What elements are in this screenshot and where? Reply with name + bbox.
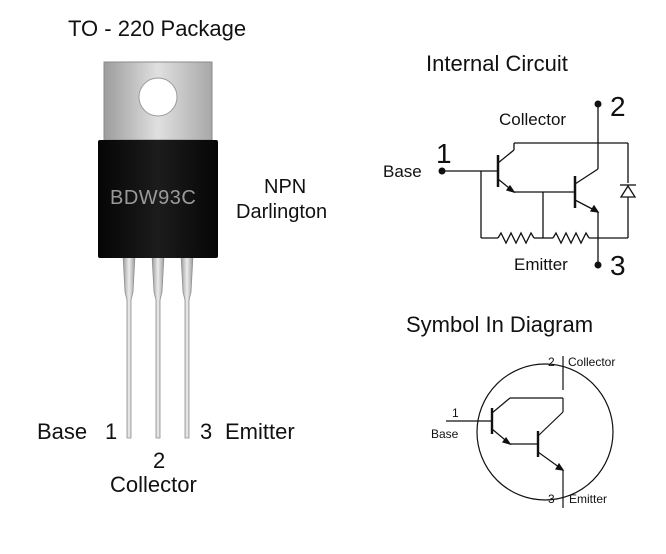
pin-1-number: 1 (105, 419, 118, 444)
package-title: TO - 220 Package (68, 16, 247, 41)
ic-emitter-label: Emitter (514, 255, 568, 274)
symbol-title: Symbol In Diagram (406, 312, 594, 337)
symbol-circle (476, 363, 614, 501)
resistor-r2 (552, 231, 590, 245)
pin-collector-label: Collector (110, 472, 197, 497)
npn-label: NPN (264, 176, 307, 198)
darlington-symbol (446, 356, 614, 508)
to220-package (98, 61, 218, 439)
sym-collector-label: Collector (568, 355, 616, 369)
resistor-r1 (497, 231, 535, 245)
sym-base-num: 1 (452, 406, 459, 420)
darlington-label: Darlington (236, 201, 328, 223)
part-number: BDW93C (110, 187, 197, 209)
emitter-terminal-dot (594, 261, 602, 269)
sym-base-label: Base (431, 427, 459, 441)
pin-3-number: 3 (200, 419, 213, 444)
mounting-hole (138, 77, 178, 117)
package-leads (122, 254, 194, 439)
diode-symbol (619, 184, 637, 198)
ic-base-label: Base (383, 162, 422, 181)
ic-collector-num: 2 (610, 91, 626, 122)
pin-emitter-label: Emitter (225, 419, 295, 444)
sym-emitter-num: 3 (548, 492, 555, 506)
sym-emitter-label: Emitter (569, 492, 608, 506)
base-terminal-dot (438, 167, 446, 175)
internal-circuit-title: Internal Circuit (426, 51, 568, 76)
pin-base-label: Base (37, 419, 88, 444)
ic-collector-label: Collector (499, 110, 567, 129)
collector-terminal-dot (594, 100, 602, 108)
package-body (98, 140, 218, 258)
pin-2-number: 2 (153, 448, 166, 473)
ic-base-num: 1 (436, 138, 452, 169)
ic-emitter-num: 3 (610, 250, 626, 281)
sym-collector-num: 2 (548, 355, 555, 369)
internal-circuit-schematic (438, 100, 637, 269)
